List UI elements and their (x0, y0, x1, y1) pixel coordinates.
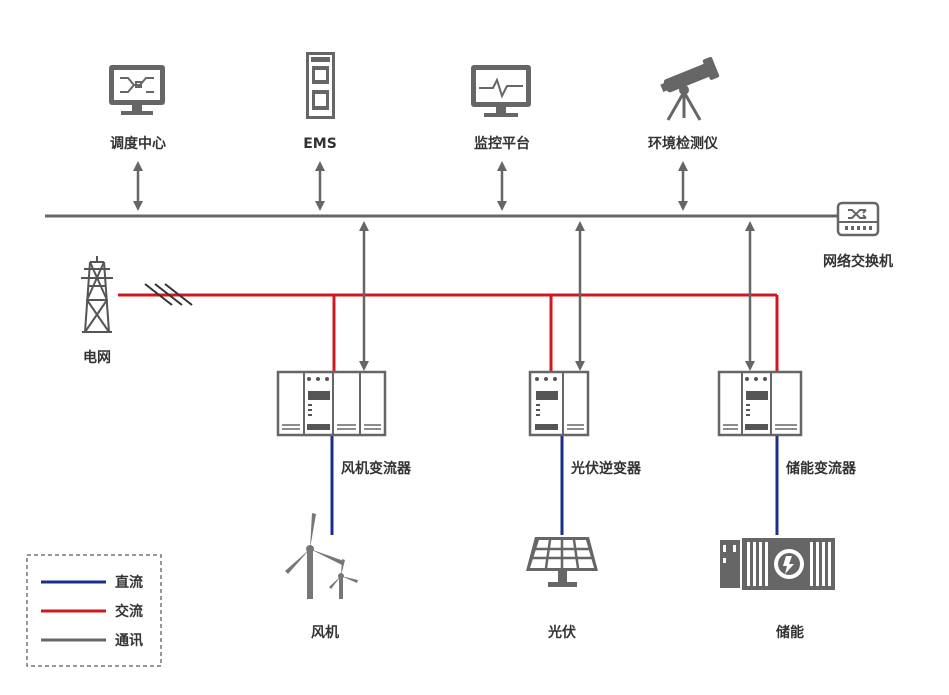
wind-converter-label: 风机变流器 (341, 460, 412, 477)
ems-label: EMS (303, 136, 337, 152)
ac-power-line (118, 293, 779, 374)
storage-converter-label: 储能变流器 (785, 460, 857, 477)
wind-turbine-icon (285, 513, 358, 599)
dispatch-center-label: 调度中心 (110, 135, 166, 152)
energy-storage-label: 储能 (775, 624, 804, 641)
legend-ac-label: 交流 (115, 603, 143, 620)
network-switch-icon (836, 201, 880, 237)
monitoring-platform-label: 监控平台 (474, 135, 530, 152)
wind-turbine-label: 风机 (311, 624, 339, 641)
legend: 直流 交流 通讯 (26, 554, 162, 667)
storage-converter-icon (717, 370, 803, 437)
environment-detector-label: 环境检测仪 (648, 135, 719, 152)
dc-power-line (330, 436, 779, 535)
power-grid-tower-icon (81, 256, 113, 333)
monitoring-platform-icon (471, 65, 531, 117)
environment-detector-icon (660, 56, 720, 121)
legend-comm-label: 通讯 (115, 633, 143, 649)
pv-inverter-icon (528, 370, 590, 437)
dispatch-center-icon (109, 65, 165, 115)
wind-converter-icon (276, 370, 387, 437)
three-phase-mark (144, 283, 193, 306)
solar-panel-label: 光伏 (547, 624, 576, 641)
network-switch-label: 网络交换机 (823, 253, 893, 270)
ems-cabinet-icon (306, 52, 335, 119)
energy-storage-container-icon (720, 538, 835, 590)
comm-links (133, 161, 755, 371)
legend-dc-label: 直流 (115, 574, 143, 591)
solar-panel-icon (526, 537, 598, 587)
pv-inverter-label: 光伏逆变器 (570, 460, 642, 477)
power-grid-label: 电网 (83, 349, 111, 366)
